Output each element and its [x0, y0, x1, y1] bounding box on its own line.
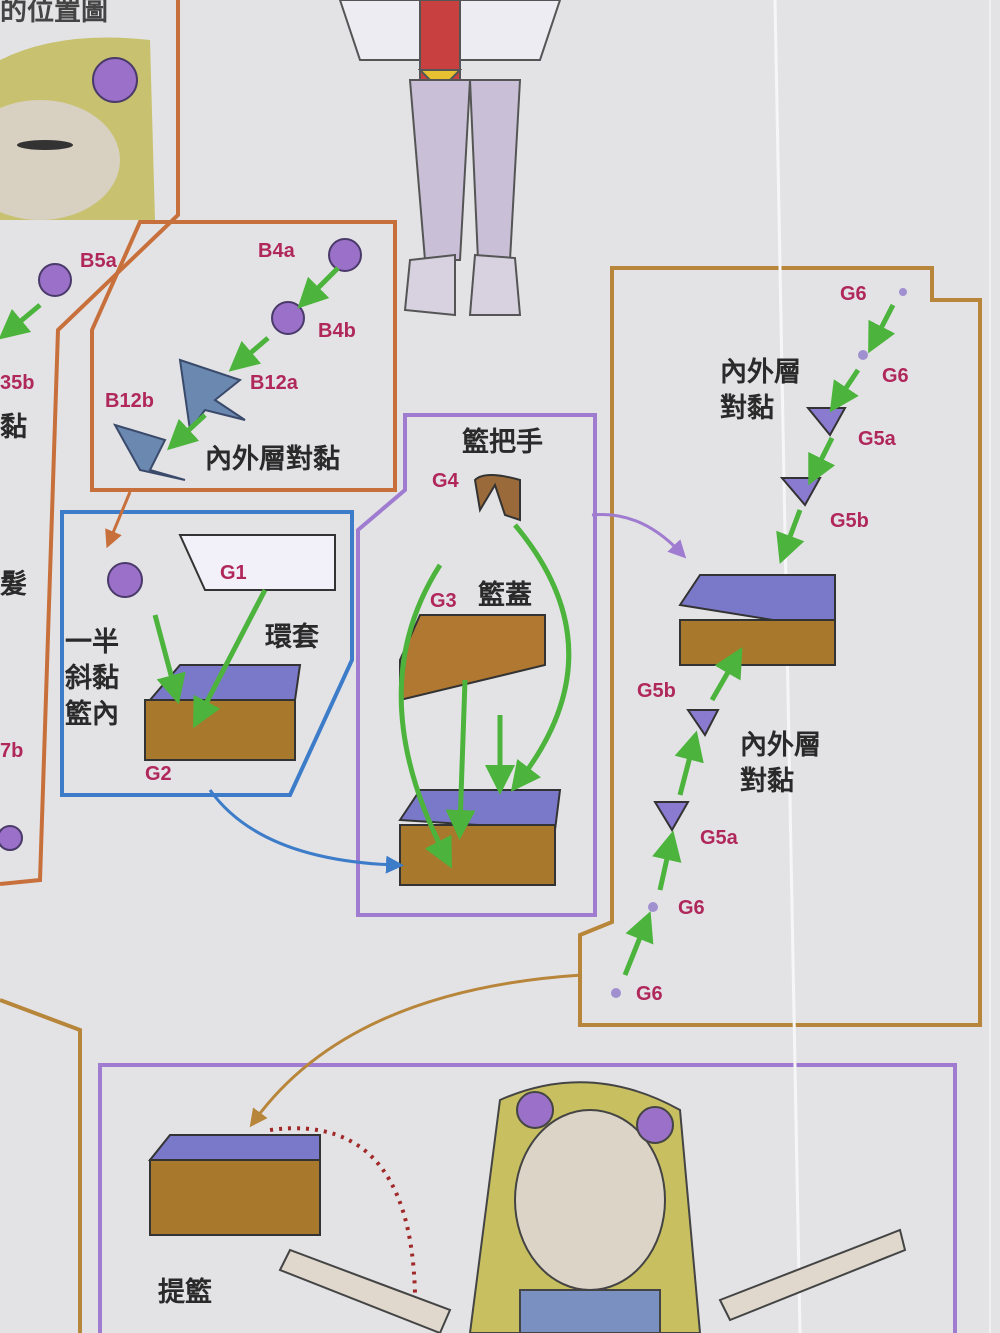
lid-step-frame [356, 413, 597, 917]
orange-arrow [105, 491, 132, 549]
note-glue-layers: 內外層對黏 [205, 444, 340, 475]
label-b5b: 35b [0, 372, 35, 394]
flower-step-frame [90, 220, 397, 492]
leaf-piece-icon [112, 358, 246, 481]
label-b7b: 7b [0, 740, 24, 762]
ring-step-frame [60, 510, 354, 797]
girl-figure [278, 1081, 907, 1333]
note-line: 籃內 [65, 699, 119, 730]
note-line: 斜黏 [65, 663, 119, 694]
note-glue-layers: 內外層 對黏 [740, 728, 821, 800]
name-ring: 環套 [265, 622, 319, 653]
label-g6: G6 [882, 365, 909, 387]
purple-arrow [591, 512, 687, 559]
label-b5a: B5a [80, 250, 117, 272]
label-g4: G4 [432, 470, 459, 492]
basket-icon [144, 474, 836, 1236]
left-frame [0, 0, 180, 886]
note-glue-layers: 內外層 對黏 [720, 355, 801, 427]
blue-arrow [208, 789, 404, 874]
note-line: 對黏 [740, 766, 794, 797]
label-g6: G6 [840, 283, 867, 305]
note-hair: 髮 [0, 569, 27, 600]
note-half-glue: 一半 斜黏 籃內 [65, 625, 125, 733]
note-stick: 黏 [0, 412, 27, 443]
dot-icon [611, 288, 907, 998]
green-arrows [0, 266, 896, 976]
label-g5b: G5b [637, 680, 676, 702]
bow-step-frame [578, 266, 982, 1027]
dotted-arrow [269, 1126, 418, 1321]
note-line: 內外層 [740, 730, 821, 761]
bow-icon [653, 407, 847, 832]
label-g5b: G5b [830, 510, 869, 532]
label-b4a: B4a [258, 240, 295, 262]
header-title: 的位置圖 [0, 0, 108, 27]
label-g2: G2 [145, 763, 172, 785]
flower-icon [0, 57, 362, 851]
label-g5a: G5a [700, 827, 738, 849]
note-line: 對黏 [720, 393, 774, 424]
label-g6: G6 [678, 897, 705, 919]
label-g6: G6 [636, 983, 663, 1005]
label-b4b: B4b [318, 320, 356, 342]
note-carry-basket: 提籃 [158, 1277, 212, 1308]
figure-legs [338, 0, 562, 317]
glare-line [773, 0, 802, 1333]
label-g3: G3 [430, 590, 457, 612]
name-lid: 籃蓋 [478, 580, 532, 611]
note-line: 一半 [65, 627, 119, 658]
gold-arrow [249, 973, 583, 1128]
label-g5a: G5a [858, 428, 896, 450]
label-b12a: B12a [250, 372, 298, 394]
note-line: 內外層 [720, 357, 801, 388]
final-frame [98, 1063, 957, 1333]
label-b12b: B12b [105, 390, 154, 412]
name-handle: 籃把手 [462, 427, 543, 458]
label-g1: G1 [220, 562, 247, 584]
bottom-left-frame [0, 998, 82, 1333]
